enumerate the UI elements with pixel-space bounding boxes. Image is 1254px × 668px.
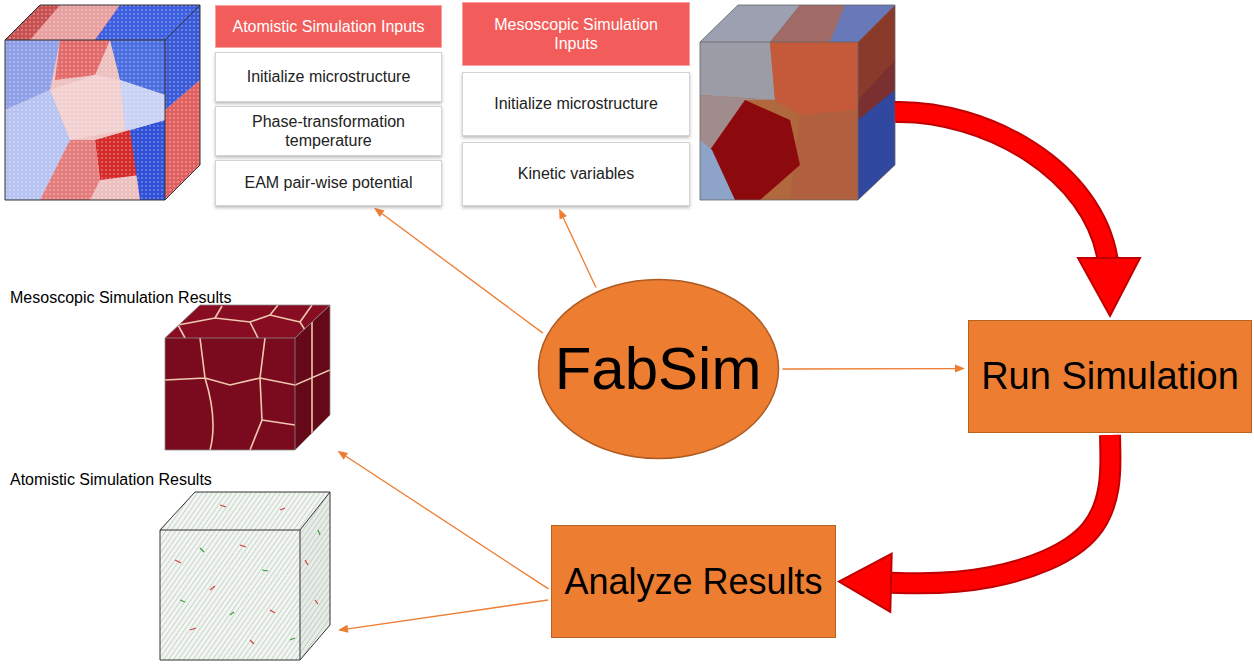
- arrow-shaft: [563, 218, 596, 288]
- grain-boundary: [178, 305, 312, 338]
- input-item: EAM pair-wise potential: [215, 160, 442, 206]
- node-label: Kinetic variables: [518, 164, 635, 183]
- input-item: Kinetic variables: [462, 142, 690, 206]
- grain-boundary: [295, 322, 330, 440]
- node-label: Atomistic Simulation Inputs: [232, 17, 424, 36]
- grain-boundary: [178, 305, 312, 338]
- process-box: Analyze Results: [551, 525, 836, 638]
- atom-texture: [160, 530, 300, 660]
- flow-arrow: [891, 435, 1110, 583]
- arrow-shaft: [382, 214, 543, 333]
- arrow-shaft: [891, 435, 1110, 583]
- defect-mark: [180, 530, 320, 640]
- cube-outline: [165, 305, 330, 450]
- arrow-shaft: [783, 368, 956, 370]
- input-header: Mesoscopic Simulation Inputs: [462, 2, 690, 66]
- cube-outline: [160, 492, 330, 660]
- cube-face: [295, 305, 330, 450]
- node-label: Analyze Results: [564, 560, 822, 603]
- input-item: Initialize microstructure: [462, 72, 690, 136]
- cube-face: [858, 5, 895, 100]
- node-label: Initialize microstructure: [247, 67, 411, 86]
- arrow-shaft: [895, 112, 1108, 262]
- node-label: Run Simulation: [981, 354, 1239, 400]
- defect-mark: [175, 505, 318, 644]
- cube-face: [165, 338, 295, 450]
- mesoscopic-cube: [700, 5, 895, 200]
- cube-face: [5, 40, 165, 200]
- node-label: FabSim: [555, 333, 762, 405]
- arrow-head: [1078, 258, 1140, 316]
- node-label: EAM pair-wise potential: [244, 173, 412, 192]
- ellipse-outline: [538, 279, 778, 458]
- input-item: Phase-transformation temperature: [215, 106, 442, 156]
- result-figure: Mesoscopic Simulation Results: [8, 286, 335, 456]
- cube-face: [858, 90, 895, 200]
- cube-face: [5, 40, 165, 200]
- node-label: Mesoscopic Simulation Inputs: [483, 15, 669, 53]
- arrow-shaft: [895, 112, 1108, 262]
- arrow-shaft: [346, 456, 549, 589]
- result-figure: Atomistic Simulation Results: [8, 468, 335, 664]
- hub-ellipse: FabSim: [537, 278, 780, 460]
- cube-face: [700, 42, 858, 200]
- arrow-shaft: [891, 435, 1110, 583]
- link-arrow: [346, 456, 549, 589]
- figure-heading: Atomistic Simulation Results: [10, 470, 212, 489]
- atomistic-cube: [5, 5, 200, 200]
- flow-arrow: [895, 112, 1140, 316]
- link-arrow: [563, 218, 596, 288]
- cube-face: [700, 42, 858, 200]
- link-arrow: [348, 600, 548, 629]
- input-header: Atomistic Simulation Inputs: [215, 5, 442, 48]
- link-arrow: [783, 368, 956, 369]
- link-arrow: [382, 214, 543, 333]
- atom-texture: [300, 492, 330, 660]
- mesoscopic-result-cube: [165, 305, 330, 450]
- node-label: Initialize microstructure: [494, 94, 658, 113]
- node-label: Phase-transformation temperature: [224, 112, 433, 150]
- figure-heading: Mesoscopic Simulation Results: [10, 288, 231, 307]
- grain-boundary: [165, 338, 295, 450]
- arrow-shaft: [348, 600, 548, 629]
- cube-face: [790, 110, 858, 200]
- atomistic-result-cube: [160, 492, 330, 660]
- process-box: Run Simulation: [968, 320, 1252, 433]
- cube-face: [5, 40, 165, 200]
- cube-face: [160, 530, 300, 660]
- cube-face: [770, 42, 858, 115]
- input-item: Initialize microstructure: [215, 52, 442, 102]
- cube-outline: [5, 5, 200, 200]
- grain-boundary: [295, 322, 330, 440]
- cube-face: [700, 140, 735, 200]
- grain-boundary: [165, 338, 295, 450]
- cube-outline: [700, 5, 895, 200]
- cube-face: [700, 42, 775, 100]
